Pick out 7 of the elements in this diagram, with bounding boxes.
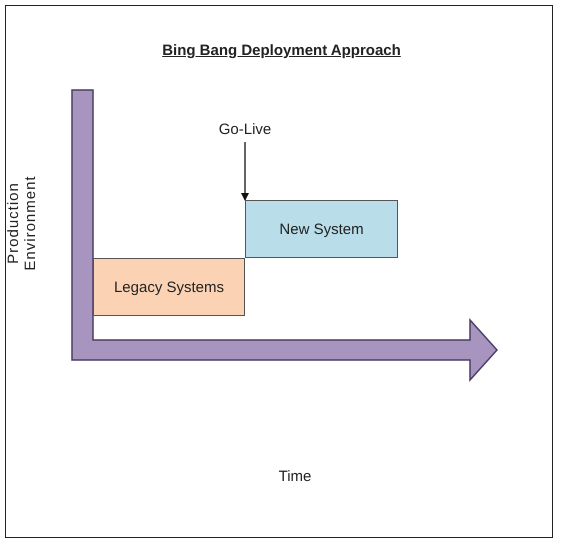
system-box: Legacy Systems xyxy=(93,258,245,316)
event-label: Go-Live xyxy=(215,118,275,140)
axis-label: Production Environment xyxy=(5,174,39,273)
system-box: New System xyxy=(245,200,398,258)
axis-label: Time xyxy=(278,468,312,485)
arrow xyxy=(241,142,249,201)
title: Bing Bang Deployment Approach xyxy=(161,42,402,59)
